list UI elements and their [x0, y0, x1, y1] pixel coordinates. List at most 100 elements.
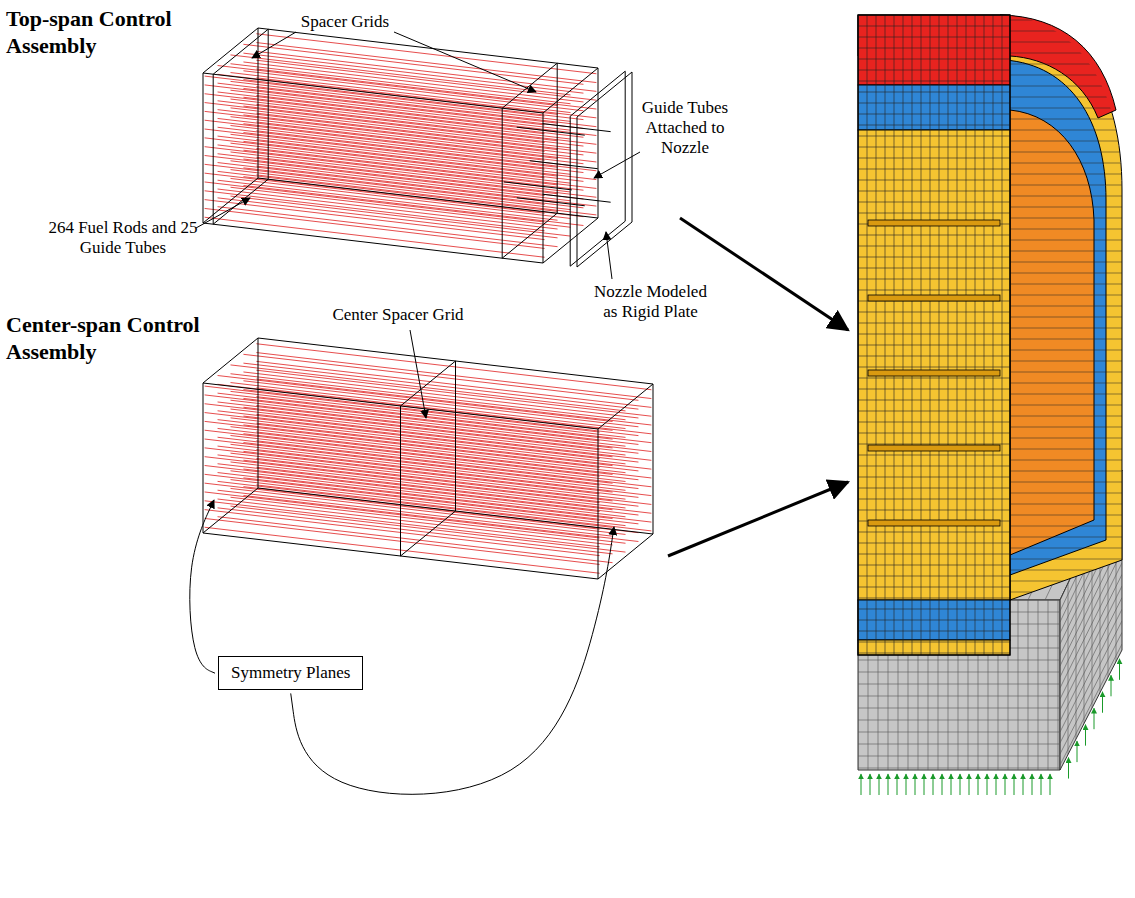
mesh-line	[1000, 328, 1125, 329]
part-label: Center Spacer Grid	[313, 305, 483, 325]
mesh-line	[858, 653, 1010, 654]
support-arrow	[942, 774, 943, 795]
cask-gamma-shield	[1005, 60, 1106, 575]
mesh-line	[858, 433, 1010, 434]
mesh-lines	[1000, 20, 1125, 592]
mesh-line	[1000, 229, 1125, 230]
mesh-line	[1060, 563, 1122, 688]
mesh-line	[858, 125, 1010, 126]
fuel-rod	[231, 480, 626, 526]
support-arrow	[861, 774, 862, 795]
mesh-line	[1048, 600, 1049, 770]
fuel-rod	[256, 87, 596, 127]
fuel-rod	[231, 187, 571, 227]
box-end-face	[598, 384, 653, 579]
fuel-rod	[205, 527, 600, 573]
mesh-line	[1000, 361, 1125, 362]
mesh-line	[1000, 119, 1125, 120]
mesh-line	[858, 268, 1010, 269]
fuel-rod	[256, 388, 651, 434]
mesh-line	[1000, 537, 1125, 538]
fuel-rod	[256, 131, 596, 171]
mesh-line	[858, 565, 1010, 566]
mesh-line	[957, 15, 958, 655]
support-arrow	[879, 774, 880, 795]
assembly-heading: Top-span Control Assembly	[6, 6, 206, 60]
mesh-line	[1000, 53, 1125, 54]
mesh-line	[858, 158, 1010, 159]
mesh-line	[1000, 559, 1125, 560]
shield-band	[858, 85, 1010, 130]
mesh-line	[1000, 306, 1125, 307]
support-arrow	[870, 774, 871, 795]
mesh-line	[1000, 130, 1125, 131]
mesh-line	[858, 180, 1010, 181]
mesh-line	[858, 660, 1060, 661]
mesh-line	[912, 15, 913, 655]
mesh-line	[858, 169, 1010, 170]
mesh-line	[858, 59, 1010, 60]
support-arrow	[897, 774, 898, 795]
support-arrow	[1111, 675, 1112, 696]
mesh-line	[858, 720, 1060, 721]
mesh-line	[1058, 600, 1059, 770]
mesh-line	[1000, 86, 1125, 87]
fuel-rod	[205, 492, 600, 538]
mesh-line	[858, 356, 1010, 357]
fuel-rod	[256, 450, 651, 496]
mesh-line	[1002, 15, 1003, 655]
fuel-rod	[256, 467, 651, 513]
fuel-rod	[205, 208, 545, 248]
fuel-rod	[256, 476, 651, 522]
leader-line	[594, 152, 640, 178]
mesh-line	[858, 345, 1010, 346]
support-arrow	[996, 774, 997, 795]
mesh-line	[858, 257, 1010, 258]
mesh-line	[858, 312, 1010, 313]
mesh-line	[1000, 383, 1125, 384]
mesh-line	[1000, 438, 1125, 439]
fuel-rod	[205, 518, 600, 564]
mesh-line	[1000, 471, 1125, 472]
fuel-rod	[256, 157, 596, 197]
mesh-line	[858, 279, 1010, 280]
fuel-rod	[231, 506, 626, 552]
mesh-line	[885, 15, 886, 655]
mesh-line	[1000, 570, 1125, 571]
mesh-line	[1000, 251, 1125, 252]
mesh-line	[1000, 141, 1125, 142]
support-arrow	[924, 774, 925, 795]
mesh-lines	[858, 600, 1060, 770]
part-label: Guide Tubes Attached to Nozzle	[631, 98, 739, 158]
shield-band	[858, 600, 1010, 640]
basket-region	[858, 130, 1010, 600]
fuel-rod	[218, 189, 558, 229]
fuel-rod	[256, 43, 596, 83]
mesh-line	[1000, 339, 1125, 340]
mesh-line	[858, 389, 1010, 390]
fuel-rod	[256, 148, 596, 188]
support-arrow	[1005, 774, 1006, 795]
mesh-line	[858, 400, 1010, 401]
mesh-line	[993, 15, 994, 655]
leader-line	[606, 232, 612, 279]
support-arrow	[1077, 741, 1078, 762]
mesh-lines	[858, 15, 1010, 655]
box-edge	[203, 73, 543, 113]
support-arrow	[906, 774, 907, 795]
mesh-line	[858, 213, 1010, 214]
fuel-rod	[243, 460, 638, 506]
mesh-line	[903, 15, 904, 655]
fuel-rod	[218, 207, 558, 247]
lid-band	[858, 15, 1010, 85]
part-label: 264 Fuel Rods and 25 Guide Tubes	[48, 218, 198, 258]
mesh-line	[858, 378, 1010, 379]
guide-tube	[504, 182, 572, 190]
mesh-line	[921, 15, 922, 655]
part-label: Nozzle Modeled as Rigid Plate	[588, 282, 713, 322]
mesh-line	[1000, 20, 1125, 21]
cask-cavity	[1010, 110, 1094, 555]
fuel-rod	[256, 458, 651, 504]
mesh-line	[858, 684, 1060, 685]
mesh-line	[1000, 548, 1125, 549]
